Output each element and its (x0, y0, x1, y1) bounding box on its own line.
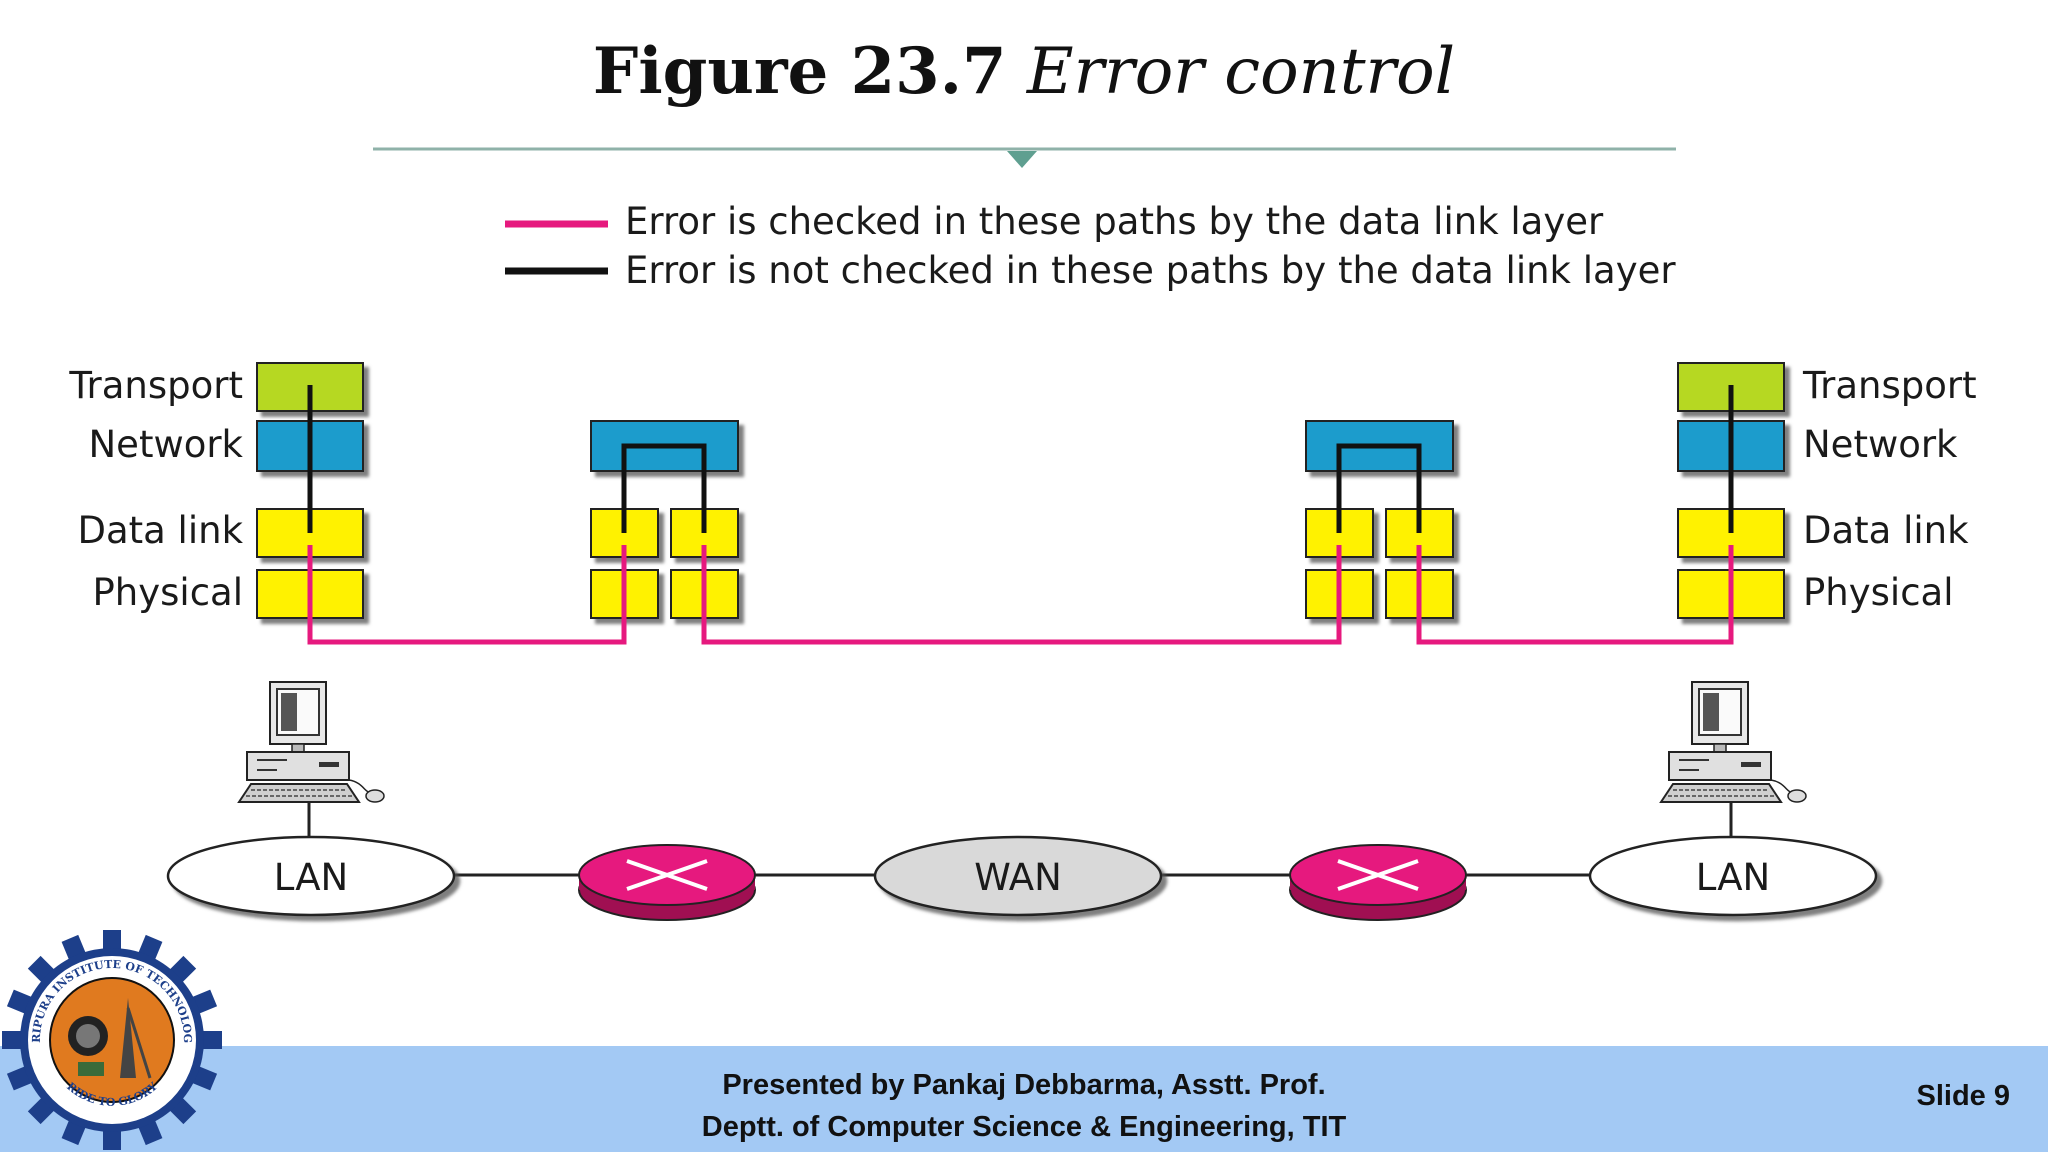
footer-bar: Presented by Pankaj Debbarma, Asstt. Pro… (0, 1046, 2048, 1152)
left-host-stack: Transport Network Data link Physical (68, 362, 364, 619)
router1-stack (590, 420, 739, 619)
left-datalink-label: Data link (77, 509, 243, 552)
presenter-info: Presented by Pankaj Debbarma, Asstt. Pro… (0, 1064, 2048, 1148)
divider-arrow-icon (1007, 151, 1037, 168)
institute-logo: TRIPURA INSTITUTE OF TECHNOLOGY TRIPURA … (0, 928, 222, 1150)
right-datalink-label: Data link (1803, 509, 1969, 552)
presenter-line: Presented by Pankaj Debbarma, Asstt. Pro… (722, 1069, 1326, 1101)
logo-emblem-icon (68, 998, 152, 1079)
left-physical-label: Physical (92, 571, 243, 614)
lan-right-label: LAN (1696, 856, 1770, 899)
checked-path-router1-to-router2 (701, 545, 1342, 645)
lan-left-ellipse (166, 835, 456, 917)
checked-path-host-to-router1 (307, 545, 627, 645)
right-host-stack: Transport Network Data link Physical (1677, 362, 1977, 619)
figure-name: Error control (1026, 35, 1456, 109)
department-line: Deptt. of Computer Science & Engineering… (701, 1111, 1347, 1143)
router2-unchecked-path (1336, 443, 1422, 533)
lan-right-ellipse (1588, 835, 1878, 917)
left-transport-label: Transport (68, 364, 243, 407)
logo-gear-icon (2, 930, 222, 1150)
figure-number: Figure 23.7 (592, 34, 1007, 109)
legend-not-checked-label: Error is not checked in these paths by t… (625, 249, 1676, 292)
router1-icon (578, 844, 756, 921)
right-computer-icon (1659, 681, 1807, 838)
slide-number: Slide 9 (1916, 1080, 2011, 1112)
router1-unchecked-path (621, 443, 707, 533)
left-computer-icon (237, 681, 385, 838)
right-transport-label: Transport (1802, 364, 1977, 407)
wan-label: WAN (974, 856, 1062, 899)
left-network-label: Network (89, 423, 244, 466)
right-physical-label: Physical (1803, 571, 1954, 614)
checked-path-router2-to-host (1416, 545, 1734, 645)
right-network-label: Network (1803, 423, 1958, 466)
slide-title: Figure 23.7 Error control (0, 34, 2048, 109)
router2-stack (1305, 420, 1454, 619)
legend-checked-label: Error is checked in these paths by the d… (625, 200, 1604, 243)
lan-left-label: LAN (274, 856, 348, 899)
wan-ellipse (873, 835, 1163, 917)
router2-icon (1289, 844, 1467, 921)
error-control-diagram: Error is checked in these paths by the d… (68, 147, 1977, 921)
